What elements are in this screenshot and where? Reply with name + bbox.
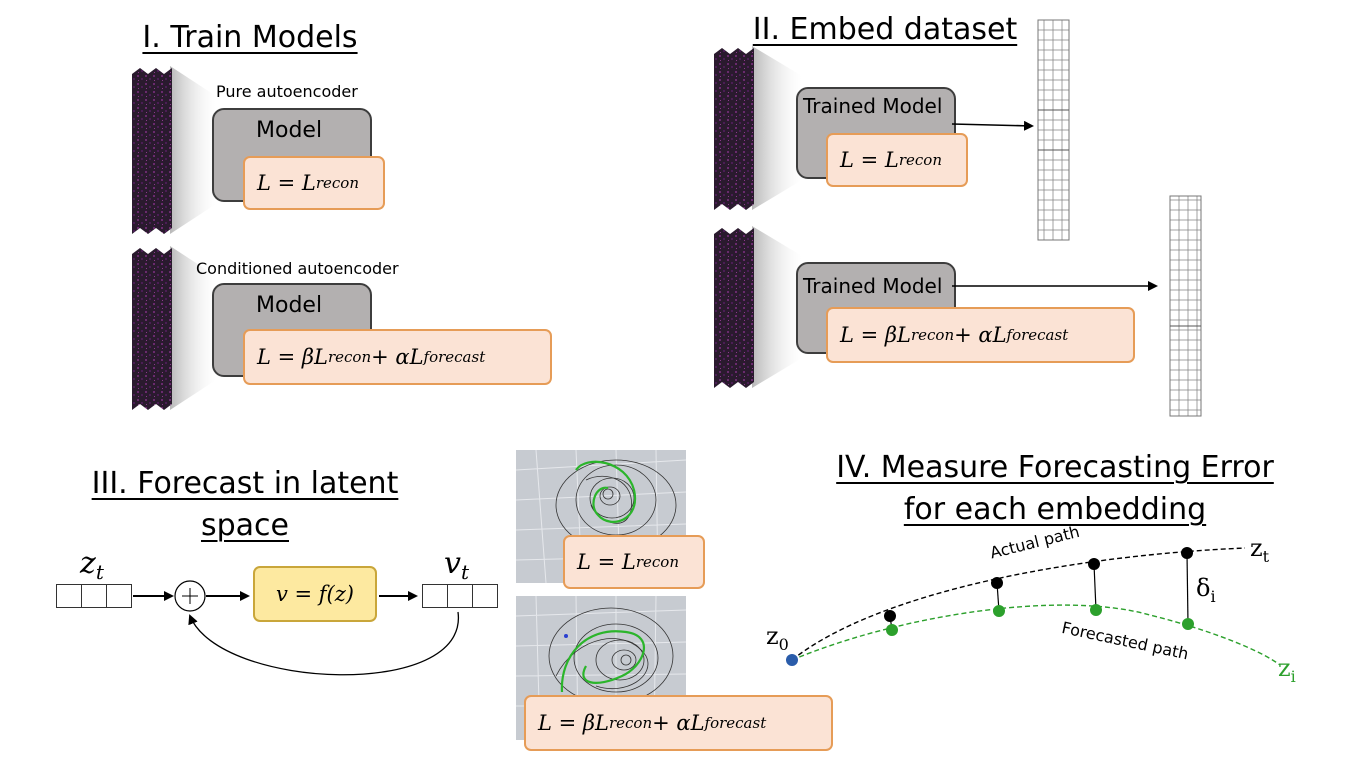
section-title-forecast: III. Forecast in latent — [91, 466, 399, 501]
dataset-stack-icon — [714, 226, 802, 388]
loss-sub: recon — [315, 174, 359, 192]
start-point — [786, 654, 798, 666]
loss-sub: recon — [608, 714, 653, 732]
loss-mid: + αL — [371, 345, 424, 369]
loss-lhs: L = βL — [840, 323, 911, 347]
section-title-measure: IV. Measure Forecasting Error — [836, 450, 1274, 485]
latent-vector-v — [422, 584, 498, 608]
section-title-forecast-line2: space — [200, 508, 289, 543]
forecast-function-box: v = f(z) — [253, 566, 377, 622]
zt-label: zt — [1250, 534, 1270, 566]
loss-mid: + αL — [652, 711, 705, 735]
loss-lhs: L = βL — [257, 345, 328, 369]
v-t-label: vt — [444, 546, 469, 584]
section-title-measure-line2: for each embedding — [903, 492, 1207, 527]
embed-arrow — [951, 120, 1034, 131]
loss-mid: + αL — [954, 323, 1007, 347]
conditioned-autoencoder-caption: Conditioned autoencoder — [196, 259, 399, 278]
feedback-arrow — [188, 611, 459, 676]
loss-sub: forecast — [1006, 326, 1069, 344]
latent-vector-z — [56, 584, 132, 608]
embedding-grid — [1037, 19, 1070, 241]
loss-sub: recon — [910, 326, 955, 344]
model-label: Model — [256, 118, 323, 143]
dataset-stack-icon — [132, 246, 216, 410]
dataset-stack-icon — [132, 66, 216, 234]
pure-autoencoder-caption: Pure autoencoder — [216, 82, 358, 101]
trained-model-label: Trained Model — [803, 274, 943, 298]
loss-sub: forecast — [423, 348, 486, 366]
zi-label: zi — [1278, 654, 1296, 686]
dataset-stack-icon — [714, 46, 802, 210]
z0-label: z0 — [766, 622, 789, 654]
z-t-label: zt — [80, 546, 104, 584]
loss-sub: recon — [898, 151, 942, 169]
loss-sub: recon — [327, 348, 372, 366]
actual-path-line — [791, 547, 1246, 661]
loss-sub: recon — [635, 553, 679, 571]
trained-model-label: Trained Model — [803, 94, 943, 118]
loss-lhs: L = βL — [538, 711, 609, 735]
loss-lhs: L = L — [840, 148, 899, 172]
loss-sub: forecast — [704, 714, 767, 732]
embedding-grid — [1169, 195, 1202, 417]
model-label: Model — [256, 293, 323, 318]
delta-label: δi — [1196, 574, 1216, 606]
section-title-embed: II. Embed dataset — [752, 12, 1018, 47]
forecasted-path-line — [791, 604, 1281, 666]
section-title-train: I. Train Models — [142, 20, 358, 55]
loss-lhs: L = L — [257, 171, 316, 195]
loss-lhs: L = L — [577, 550, 636, 574]
